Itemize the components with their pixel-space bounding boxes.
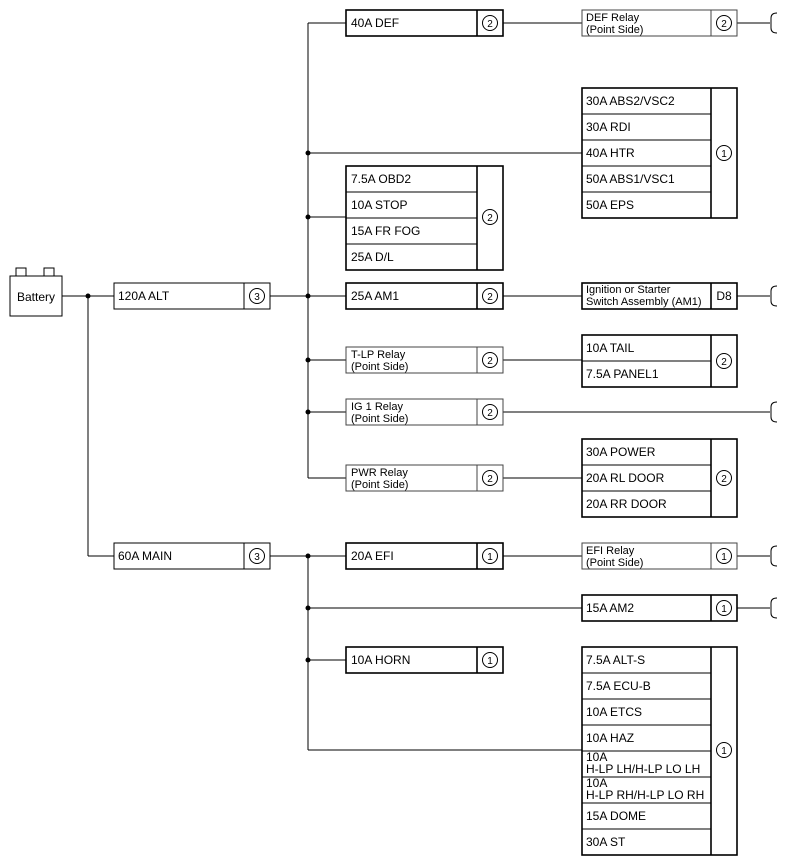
fuse-group-tail: 10A TAIL 7.5A PANEL1 2 bbox=[581, 334, 738, 388]
pwr-relay-line2: (Point Side) bbox=[351, 479, 408, 491]
fuse-7-5a-alt-s: 7.5A ALT-S bbox=[586, 653, 645, 667]
fuse-10a-haz: 10A HAZ bbox=[586, 731, 634, 745]
fuse-120a-alt-circle: 3 bbox=[254, 292, 260, 303]
efi-relay-line1: EFI Relay bbox=[586, 545, 635, 557]
fuse-7-5a-panel1: 7.5A PANEL1 bbox=[586, 367, 659, 381]
ignition-line2: Switch Assembly (AM1) bbox=[586, 296, 702, 308]
fuse-120a-alt: 120A ALT 3 bbox=[113, 282, 271, 310]
ig1-relay-circle: 2 bbox=[487, 408, 493, 419]
battery: Battery bbox=[9, 267, 63, 317]
fuse-10a-horn-label: 10A HORN bbox=[351, 653, 410, 667]
fuse-20a-efi: 20A EFI 1 bbox=[345, 542, 504, 570]
tlp-relay-circle: 2 bbox=[487, 356, 493, 367]
fuse-20a-efi-label: 20A EFI bbox=[351, 549, 394, 563]
tlp-relay-line2: (Point Side) bbox=[351, 361, 408, 373]
fuse-30a-abs2-vsc2: 30A ABS2/VSC2 bbox=[586, 94, 675, 108]
pwr-relay-circle: 2 bbox=[487, 474, 493, 485]
def-relay-line2: (Point Side) bbox=[586, 24, 643, 36]
ig1-relay-line2: (Point Side) bbox=[351, 413, 408, 425]
pwr-relay-line1: PWR Relay bbox=[351, 467, 408, 479]
tlp-relay-line1: T-LP Relay bbox=[351, 349, 406, 361]
fuse-group-power-circle: 2 bbox=[721, 474, 727, 485]
def-relay: DEF Relay (Point Side) 2 bbox=[581, 9, 738, 37]
fuse-40a-def: 40A DEF 2 bbox=[345, 9, 504, 37]
fuse-20a-rl-door: 20A RL DOOR bbox=[586, 471, 665, 485]
efi-relay-circle: 1 bbox=[721, 552, 727, 563]
fuse-40a-htr: 40A HTR bbox=[586, 146, 635, 160]
fuse-group-obd2-circle: 2 bbox=[487, 213, 493, 224]
fuse-group-alt-s-circle: 1 bbox=[721, 746, 727, 757]
ignition-connector-d8: D8 bbox=[716, 289, 732, 303]
fuse-15a-am2-circle: 1 bbox=[721, 604, 727, 615]
fuse-20a-efi-circle: 1 bbox=[487, 552, 493, 563]
fuse-30a-st: 30A ST bbox=[586, 835, 626, 849]
alt-bus-wires bbox=[270, 22, 770, 479]
main-bus-wires bbox=[270, 553, 770, 751]
fuse-15a-dome: 15A DOME bbox=[586, 809, 646, 823]
fuse-10a-etcs: 10A ETCS bbox=[586, 705, 642, 719]
def-relay-line1: DEF Relay bbox=[586, 12, 640, 24]
fuse-group-htr: 30A ABS2/VSC2 30A RDI 40A HTR 50A ABS1/V… bbox=[581, 87, 738, 219]
fuse-group-power: 30A POWER 20A RL DOOR 20A RR DOOR 2 bbox=[581, 438, 738, 518]
fuse-15a-am2: 15A AM2 1 bbox=[581, 594, 738, 622]
ignition-line1: Ignition or Starter bbox=[586, 284, 671, 296]
ig1-relay-line1: IG 1 Relay bbox=[351, 401, 403, 413]
fuse-10a-horn: 10A HORN 1 bbox=[345, 646, 504, 674]
fuse-10a-hlp-rh-amp: 10A bbox=[586, 776, 607, 790]
continuation-brackets bbox=[770, 12, 778, 619]
ignition-starter-switch: Ignition or Starter Switch Assembly (AM1… bbox=[581, 282, 738, 310]
battery-label: Battery bbox=[17, 290, 55, 304]
fuse-10a-stop: 10A STOP bbox=[351, 198, 407, 212]
fuse-15a-fr-fog: 15A FR FOG bbox=[351, 224, 420, 238]
fuse-120a-alt-label: 120A ALT bbox=[118, 289, 170, 303]
fuse-30a-rdi: 30A RDI bbox=[586, 120, 631, 134]
fuse-group-alt-s: 7.5A ALT-S 7.5A ECU-B 10A ETCS 10A HAZ 1… bbox=[581, 646, 738, 856]
fuse-10a-hlp-lh-name: H-LP LH/H-LP LO LH bbox=[586, 762, 700, 776]
fuse-25a-am1-label: 25A AM1 bbox=[351, 289, 399, 303]
efi-relay-line2: (Point Side) bbox=[586, 557, 643, 569]
fuse-25a-am1: 25A AM1 2 bbox=[345, 282, 504, 310]
fuse-60a-main-label: 60A MAIN bbox=[118, 549, 172, 563]
fuse-7-5a-ecu-b: 7.5A ECU-B bbox=[586, 679, 651, 693]
fuse-group-tail-circle: 2 bbox=[721, 357, 727, 368]
fuse-15a-am2-label: 15A AM2 bbox=[586, 601, 634, 615]
battery-trunk-wires bbox=[62, 293, 114, 557]
fuse-50a-abs1-vsc1: 50A ABS1/VSC1 bbox=[586, 172, 675, 186]
efi-relay: EFI Relay (Point Side) 1 bbox=[581, 542, 738, 570]
fuse-25a-am1-circle: 2 bbox=[487, 292, 493, 303]
fuse-7-5a-obd2: 7.5A OBD2 bbox=[351, 172, 411, 186]
fuse-group-obd2: 7.5A OBD2 10A STOP 15A FR FOG 25A D/L 2 bbox=[345, 165, 504, 271]
fuse-25a-dl: 25A D/L bbox=[351, 250, 394, 264]
fuse-60a-main: 60A MAIN 3 bbox=[113, 542, 271, 570]
fuse-10a-hlp-lh-amp: 10A bbox=[586, 750, 607, 764]
pwr-relay: PWR Relay (Point Side) 2 bbox=[345, 464, 504, 492]
fuse-30a-power: 30A POWER bbox=[586, 445, 656, 459]
fuse-group-htr-circle: 1 bbox=[721, 149, 727, 160]
fuse-10a-hlp-rh-name: H-LP RH/H-LP LO RH bbox=[586, 788, 704, 802]
fuse-60a-main-circle: 3 bbox=[254, 552, 260, 563]
fuse-40a-def-label: 40A DEF bbox=[351, 16, 399, 30]
fuse-50a-eps: 50A EPS bbox=[586, 198, 634, 212]
fuse-10a-horn-circle: 1 bbox=[487, 656, 493, 667]
fuse-20a-rr-door: 20A RR DOOR bbox=[586, 497, 667, 511]
def-relay-circle: 2 bbox=[721, 19, 727, 30]
ig1-relay: IG 1 Relay (Point Side) 2 bbox=[345, 398, 504, 426]
fuse-40a-def-circle: 2 bbox=[487, 19, 493, 30]
fuse-10a-tail: 10A TAIL bbox=[586, 341, 635, 355]
tlp-relay: T-LP Relay (Point Side) 2 bbox=[345, 346, 504, 374]
